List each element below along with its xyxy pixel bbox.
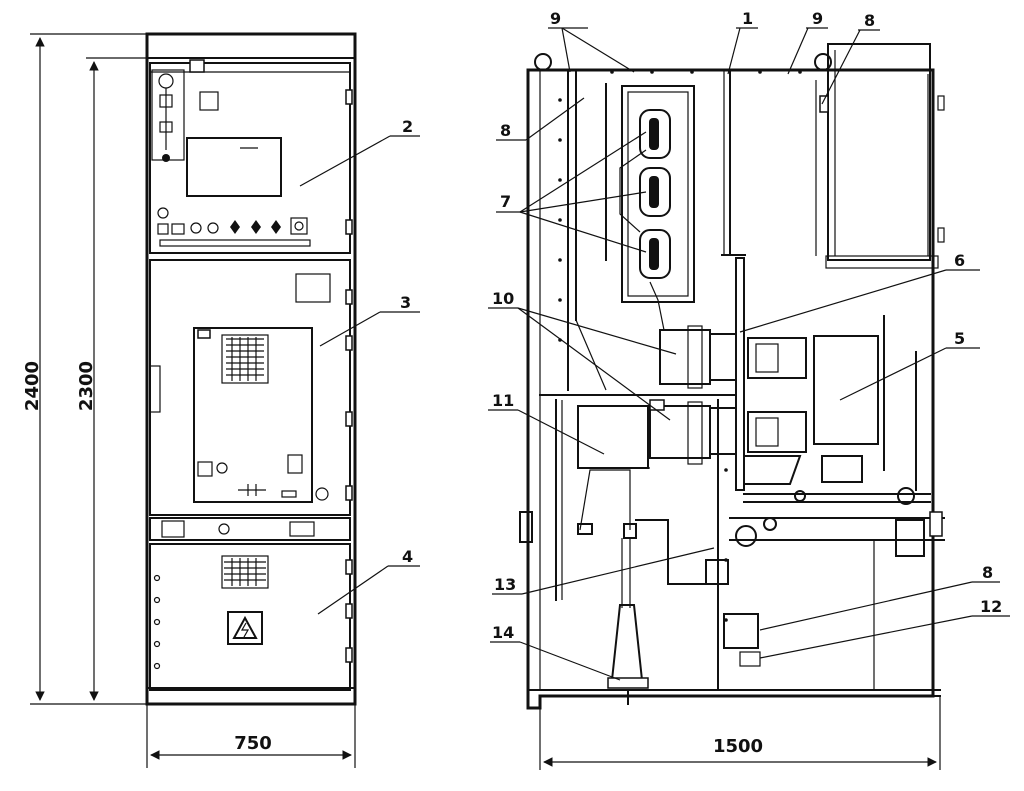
callout-13: 13 — [494, 575, 516, 594]
operating-handle — [607, 604, 649, 705]
low-voltage-box — [815, 43, 945, 269]
callout-1: 1 — [742, 9, 753, 28]
callout-7: 7 — [500, 192, 511, 211]
upper-bushing — [659, 257, 745, 491]
dimension-side-depth: 1500 — [539, 696, 941, 770]
button-row — [157, 207, 311, 247]
low-voltage-compartment — [149, 59, 353, 254]
front-cabinet-outline — [145, 32, 357, 706]
rivets — [558, 70, 802, 622]
dimension-front-body: 2300 — [76, 57, 147, 701]
dimension-1500-label: 1500 — [713, 736, 763, 757]
callout-9-right: 9 — [812, 9, 823, 28]
circuit-breaker — [747, 315, 917, 491]
callout-14: 14 — [492, 623, 514, 642]
dimension-front-total: 2400 — [22, 33, 147, 705]
callout-2: 2 — [402, 117, 413, 136]
cable-compartment — [149, 543, 353, 691]
separator-strip — [149, 517, 351, 541]
callout-8-left: 8 — [500, 121, 511, 140]
current-transformers — [619, 85, 695, 331]
dimension-front-width: 750 — [146, 704, 356, 768]
breaker-compartment — [149, 259, 353, 516]
side-view: 1500 — [519, 43, 945, 770]
breaker-truck — [729, 455, 945, 557]
dimension-750-label: 750 — [234, 733, 272, 754]
callout-6: 6 — [954, 251, 965, 270]
callout-5: 5 — [954, 329, 965, 348]
callout-11: 11 — [492, 391, 514, 410]
callout-10: 10 — [492, 289, 514, 308]
lower-bushing — [649, 401, 737, 465]
callout-9-left: 9 — [550, 9, 561, 28]
callout-8-top: 8 — [864, 11, 875, 30]
front-view: 2400 2300 750 — [22, 32, 357, 768]
callout-3: 3 — [400, 293, 411, 312]
dimension-2400-label: 2400 — [22, 361, 43, 411]
callouts: 2 3 4 9 1 9 8 8 7 — [299, 9, 1010, 681]
callout-12: 12 — [980, 597, 1002, 616]
callout-8-bottom: 8 — [982, 563, 993, 582]
callout-4: 4 — [402, 547, 413, 566]
dimension-2300-label: 2300 — [76, 361, 97, 411]
cable-earthing — [577, 469, 761, 667]
